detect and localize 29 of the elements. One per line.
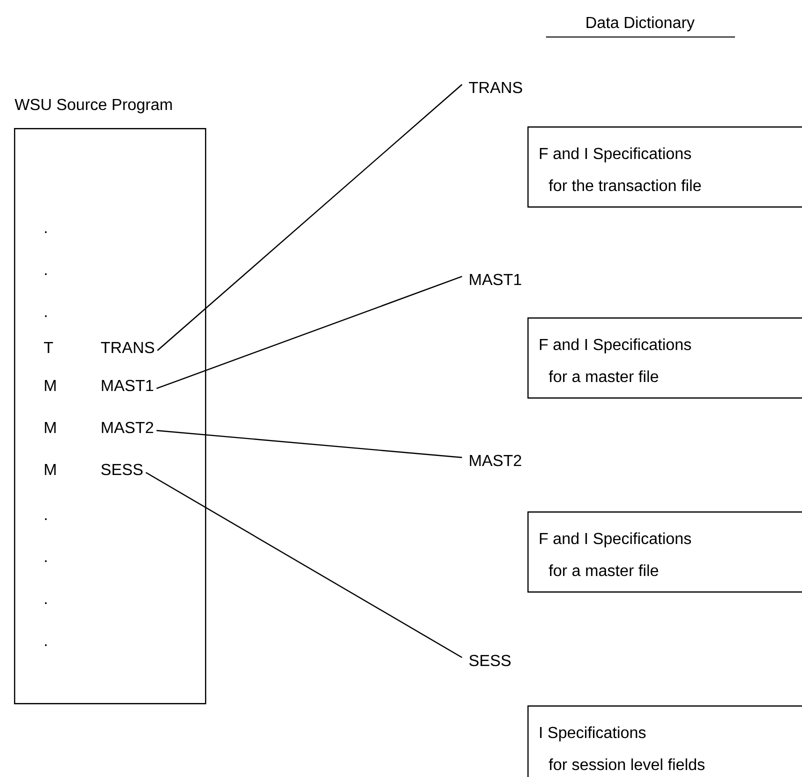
- program-line: .: [45, 273, 47, 275]
- program-entry: SESS: [101, 464, 143, 476]
- program-entry: TRANS: [100, 342, 154, 354]
- connector-line: [157, 84, 462, 351]
- entry-name: MAST1: [470, 274, 522, 286]
- heading: Data Dictionary: [586, 16, 695, 32]
- program-line: M: [44, 380, 56, 391]
- connector-line: [156, 276, 462, 390]
- program-entry: MAST2: [102, 422, 154, 434]
- specification-box: F and I Specifications for a master file: [527, 511, 802, 593]
- program-line: .: [45, 518, 47, 520]
- connector-line: [146, 472, 462, 658]
- program-line: M: [44, 464, 56, 475]
- program-line: .: [45, 231, 47, 233]
- specification-box: F and I Specifications for a master file: [527, 317, 802, 399]
- specification-box: F and I Specifications for the transaction file: [527, 126, 802, 208]
- node-label: WSU Source Program: [14, 98, 172, 114]
- program-line: .: [45, 602, 47, 604]
- entry-name: TRANS: [468, 82, 522, 94]
- program-line: M: [44, 422, 56, 433]
- program-line: .: [45, 560, 47, 562]
- entry-name: SESS: [469, 654, 511, 666]
- program-entry: MAST1: [102, 380, 154, 392]
- program-line: .: [45, 644, 47, 646]
- program-line: .: [45, 315, 47, 317]
- entry-name: MAST2: [470, 454, 522, 466]
- program-line: T: [44, 342, 54, 353]
- specification-box: I Specifications for session level fields: [527, 705, 802, 777]
- connector-line: [156, 430, 462, 458]
